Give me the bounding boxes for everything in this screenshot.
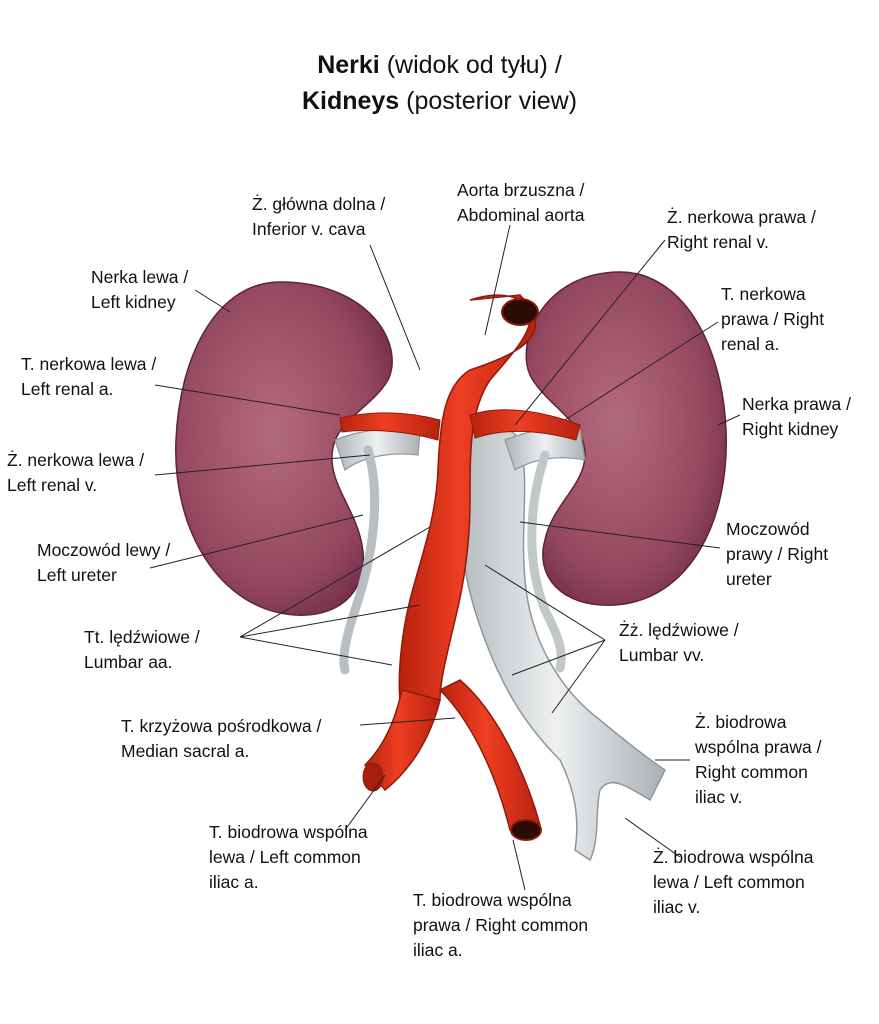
label-lumbar-veins: Żż. lędźwiowe /Lumbar vv. — [619, 620, 739, 665]
title-polish-bold: Nerki — [317, 51, 380, 79]
label-median-sacral-artery: T. krzyżowa pośrodkowa /Median sacral a. — [121, 716, 322, 761]
label-right-kidney: Nerka prawa /Right kidney — [742, 394, 851, 439]
right-iliac-artery-cut-end — [510, 819, 542, 841]
label-left-kidney: Nerka lewa /Left kidney — [91, 267, 189, 312]
title-english-bold: Kidneys — [301, 87, 400, 115]
left-ureter-shape — [339, 445, 380, 675]
label-inferior-vena-cava: Ż. główna dolna /Inferior v. cava — [252, 194, 386, 239]
title-line-2: Kidneys (posterior view) — [0, 84, 879, 118]
right-kidney-shape — [525, 271, 727, 606]
left-renal-vein-shape — [334, 428, 421, 471]
label-left-renal-vein: Ż. nerkowa lewa /Left renal v. — [7, 450, 145, 495]
right-renal-artery-shape — [469, 409, 581, 441]
aorta-cut-end — [501, 298, 539, 326]
left-common-iliac-artery-shape — [363, 689, 441, 792]
label-lumbar-arteries: Tt. lędźwiowe /Lumbar aa. — [84, 627, 200, 672]
title-english-rest: (posterior view) — [399, 87, 578, 115]
leader-lines — [149, 224, 741, 891]
label-left-ureter: Moczowód lewy /Left ureter — [37, 540, 171, 585]
label-right-renal-vein: Ż. nerkowa prawa /Right renal v. — [667, 207, 816, 252]
vena-cava-shape — [446, 415, 666, 862]
left-iliac-artery-cut-end — [362, 762, 384, 792]
label-left-renal-artery: T. nerkowa lewa /Left renal a. — [21, 354, 157, 399]
label-abdominal-aorta: Aorta brzuszna /Abdominal aorta — [457, 180, 585, 225]
right-ureter-shape — [527, 450, 566, 673]
left-renal-artery-shape — [339, 412, 441, 441]
title-polish-rest: (widok od tyłu) / — [379, 51, 562, 79]
title-line-1: Nerki (widok od tyłu) / — [0, 48, 879, 82]
